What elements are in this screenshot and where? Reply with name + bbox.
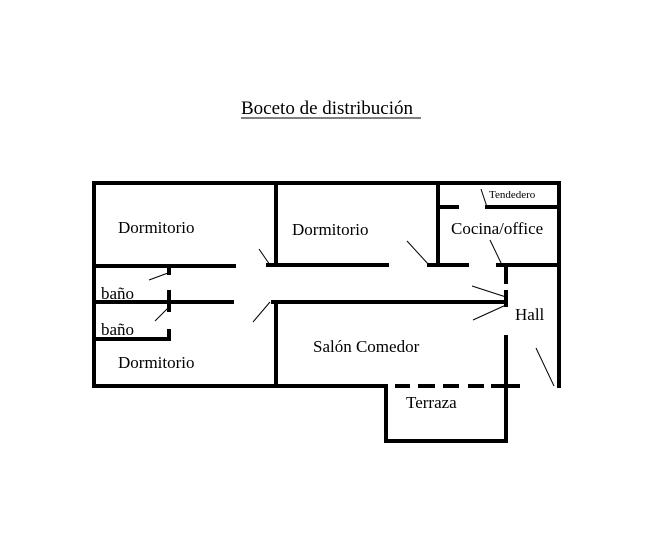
doors bbox=[148, 188, 555, 387]
walls bbox=[92, 181, 561, 443]
room-label-dormitorio-1: Dormitorio bbox=[118, 218, 195, 237]
room-label-cocina: Cocina/office bbox=[451, 219, 543, 238]
room-label-terraza: Terraza bbox=[406, 393, 457, 412]
room-label-tendedero: Tendedero bbox=[489, 189, 536, 201]
room-label-hall: Hall bbox=[515, 305, 545, 324]
room-label-dormitorio-3: Dormitorio bbox=[118, 353, 195, 372]
room-label-dormitorio-2: Dormitorio bbox=[292, 220, 369, 239]
room-label-salon: Salón Comedor bbox=[313, 337, 420, 356]
room-label-bano-1: baño bbox=[101, 284, 134, 303]
room-label-bano-2: baño bbox=[101, 320, 134, 339]
diagram-title: Boceto de distribución bbox=[241, 98, 414, 119]
